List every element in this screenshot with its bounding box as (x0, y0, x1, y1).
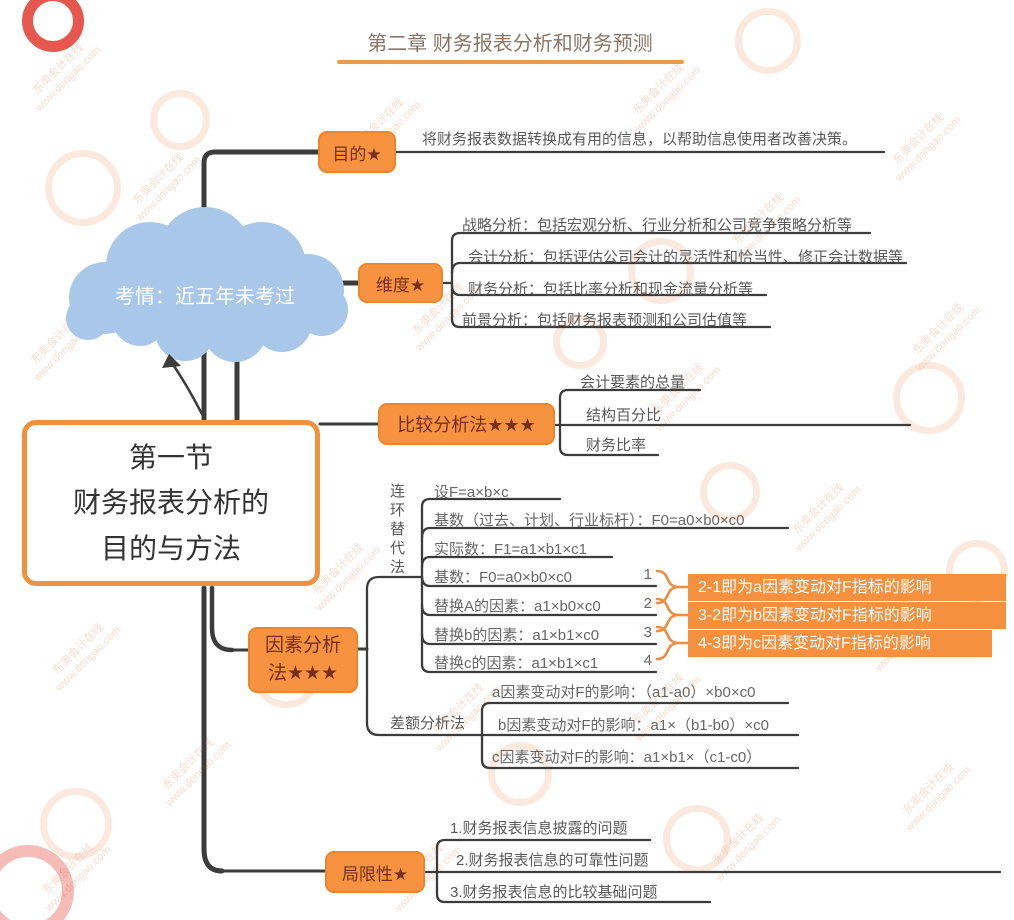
watermark-ring (40, 788, 112, 860)
chapter-title: 第二章 财务报表分析和财务预测 (367, 33, 653, 55)
result-box-1[interactable]: 2-1即为a因素变动对F指标的影响 (688, 574, 1006, 601)
branch-factor-node[interactable]: 因素分析 法★★★ (248, 627, 358, 693)
central-topic[interactable]: 第一节 财务报表分析的 目的与方法 (22, 420, 320, 586)
watermark-ring (735, 8, 801, 74)
watermark-ring (663, 805, 731, 873)
difference-method-label[interactable]: 差额分析法 (390, 715, 466, 732)
chain-row-3[interactable]: 基数：F0=a0×b0×c0 1 (434, 566, 652, 587)
chain-row-0[interactable]: 设F=a×b×c (434, 484, 509, 501)
comparison-item-3[interactable]: 财务比率 (586, 437, 647, 454)
chain-row-6-text: 替换c的因素：a1×b1×c1 (434, 655, 599, 672)
chain-row-6[interactable]: 替换c的因素：a1×b1×c1 4 (434, 652, 652, 673)
exam-note-cloud[interactable]: 考情：近五年未考过 (115, 286, 295, 308)
factor-label-line1: 因素分析 (264, 634, 341, 656)
chain-row-3-text: 基数：F0=a0×b0×c0 (434, 569, 572, 586)
chain-row-2[interactable]: 实际数：F1=a1×b1×c1 (434, 541, 587, 558)
title-underline (337, 60, 684, 64)
result-box-2[interactable]: 3-2即为b因素变动对F指标的影响 (688, 602, 1006, 629)
limitation-item-3[interactable]: 3.财务报表信息的比较基础问题 (450, 884, 658, 901)
limitation-item-1[interactable]: 1.财务报表信息披露的问题 (450, 820, 628, 837)
branch-dimension-node[interactable]: 维度★ (358, 263, 443, 303)
central-topic-line1: 第一节 (128, 441, 213, 473)
branch-limitation-node[interactable]: 局限性★ (325, 851, 425, 893)
watermark-ring (893, 362, 965, 434)
dongao-logo-mark (22, 0, 84, 52)
chain-row-4-num: 2 (643, 595, 652, 612)
chain-row-6-num: 4 (643, 652, 652, 669)
factor-label-line2: 法★★★ (267, 663, 339, 684)
central-topic-line2: 财务报表分析的 (72, 487, 269, 519)
chain-row-5-num: 3 (643, 624, 652, 641)
comparison-item-1[interactable]: 会计要素的总量 (580, 374, 686, 391)
chain-method-label[interactable]: 连环替代法 (388, 483, 405, 578)
comparison-item-2[interactable]: 结构百分比 (586, 407, 662, 424)
brace-icon (655, 569, 690, 661)
chain-row-1[interactable]: 基数（过去、计划、行业标杆）：F0=a0×b0×c0 (434, 512, 745, 529)
chain-row-5[interactable]: 替换b的因素：a1×b1×c0 3 (434, 624, 652, 645)
cloud-arrow (162, 354, 208, 423)
central-topic-line3: 目的与方法 (100, 532, 241, 564)
chain-row-4-text: 替换A的因素：a1×b0×c0 (434, 598, 601, 615)
chain-row-5-text: 替换b的因素：a1×b1×c0 (434, 627, 600, 644)
dimension-item-2[interactable]: 会计分析：包括评估公司会计的灵活性和恰当性、修正会计数据等 (468, 249, 904, 266)
limitation-item-2[interactable]: 2.财务报表信息的可靠性问题 (456, 852, 649, 869)
watermark-ring (150, 90, 210, 150)
chain-row-4[interactable]: 替换A的因素：a1×b0×c0 2 (434, 595, 652, 616)
difference-item-a[interactable]: a因素变动对F的影响：（a1-a0）×b0×c0 (492, 684, 756, 701)
dimension-item-4[interactable]: 前景分析：包括财务报表预测和公司估值等 (462, 312, 748, 329)
branch-comparison-node[interactable]: 比较分析法★★★ (378, 403, 555, 445)
difference-item-c[interactable]: c因素变动对F的影响：a1×b1×（c1-c0） (492, 749, 762, 766)
result-box-3[interactable]: 4-3即为c因素变动对F指标的影响 (688, 630, 992, 657)
dimension-item-3[interactable]: 财务分析：包括比率分析和现金流量分析等 (468, 281, 754, 298)
dimension-item-1[interactable]: 战略分析：包括宏观分析、行业分析和公司竞争策略分析等 (462, 217, 853, 234)
watermark-ring (45, 150, 121, 226)
purpose-desc[interactable]: 将财务报表数据转换成有用的信息，以帮助信息使用者改善决策。 (422, 131, 858, 148)
chain-row-3-num: 1 (643, 566, 652, 583)
dongao-logo-mark (0, 845, 74, 920)
branch-purpose-node[interactable]: 目的★ (318, 131, 396, 173)
difference-item-b[interactable]: b因素变动对F的影响：a1×（b1-b0）×c0 (498, 717, 769, 734)
